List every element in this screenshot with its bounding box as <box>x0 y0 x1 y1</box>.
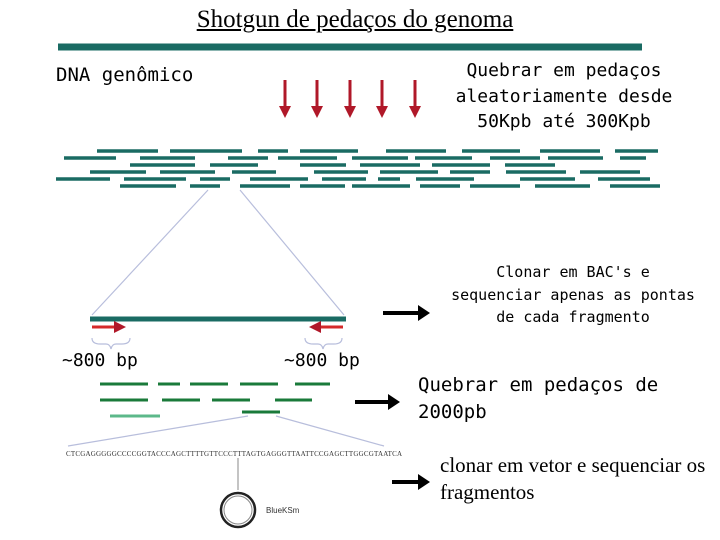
zoom-line-right <box>239 189 345 316</box>
break-random-label: Quebrar em pedaços aleatoriamente desde … <box>455 60 673 133</box>
zoom-cone-bac <box>91 189 345 316</box>
end-length-left-label: ~800 bp <box>62 350 138 371</box>
break-2000-label: Quebrar em pedaços de 2000pb <box>418 374 659 423</box>
plasmid-name-label: BlueKSm <box>266 506 300 515</box>
step-arrow-2 <box>355 394 400 410</box>
brace-left <box>91 337 131 350</box>
step-arrow-1 <box>383 305 430 321</box>
zoom-line-right <box>275 415 385 447</box>
small-fragments <box>100 382 330 418</box>
end-length-right-label: ~800 bp <box>284 350 360 371</box>
diagram-title: Shotgun de pedaços do genoma <box>196 6 514 33</box>
step-arrows <box>355 305 430 490</box>
brace-right <box>304 337 343 350</box>
zoom-line-left <box>67 415 249 447</box>
plasmid-ring <box>219 491 257 529</box>
plasmid-ring-inner <box>223 495 253 525</box>
plasmid-vector <box>219 458 257 529</box>
clone-vector-label: clonar em vetor e sequenciar os fragment… <box>440 453 706 505</box>
sequence-readout: CTCGAGGGGGCCCCGGTACCCAGCTTTTGTTCCCTTTAGT… <box>66 450 403 458</box>
step-arrow-3 <box>392 474 430 490</box>
zoom-line-left <box>91 189 209 316</box>
clone-bac-label: Clonar em BAC's e sequenciar apenas as p… <box>451 263 695 326</box>
zoom-cone-vector <box>67 415 385 447</box>
random-fragments <box>56 149 660 188</box>
fragmentation-arrows <box>279 80 421 118</box>
end-braces <box>91 337 343 350</box>
genomic-dna-label: DNA genômico <box>56 64 194 86</box>
